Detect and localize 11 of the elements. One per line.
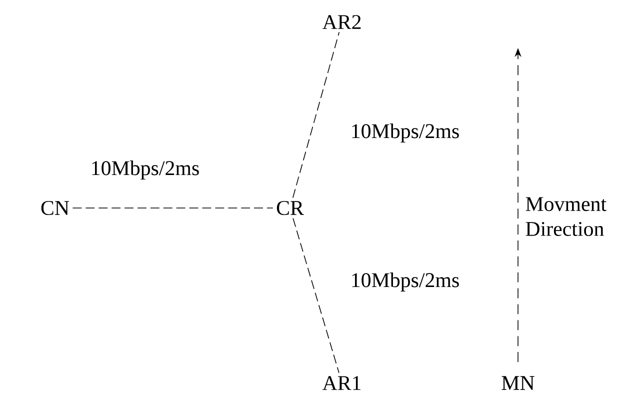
edge-label: 10Mbps/2ms <box>349 122 461 144</box>
edge-label: 10Mbps/2ms <box>349 272 461 292</box>
node-label: AR2 <box>322 15 361 29</box>
node-label: CR <box>276 200 304 216</box>
connector-line <box>292 218 340 374</box>
connector-line <box>292 32 340 198</box>
node-label: CN <box>41 200 70 216</box>
direction-label: Movment Direction <box>526 197 606 236</box>
node-label: MN <box>502 376 534 390</box>
edge-label: 10Mbps/2ms <box>89 160 201 180</box>
node-label: AR1 <box>322 376 360 390</box>
